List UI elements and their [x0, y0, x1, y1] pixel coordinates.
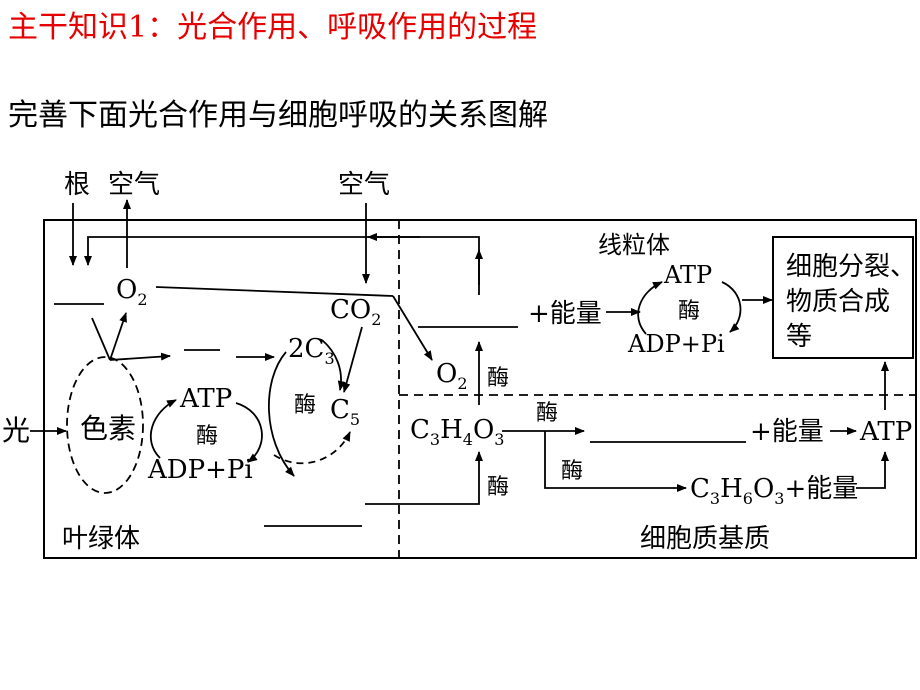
enzyme-pyruvate-2: 酶 — [536, 401, 558, 426]
o2-transfer-line — [155, 286, 394, 297]
air-right-label: 空气 — [338, 170, 390, 200]
cell-frame — [43, 219, 917, 559]
mito-cycle-left — [637, 281, 663, 335]
c3-label: 2C3 — [288, 334, 335, 368]
air-left-label: 空气 — [108, 170, 160, 200]
enzyme-chloroplast-2: 酶 — [294, 393, 316, 418]
energy-1-label: +能量 — [528, 299, 602, 329]
split-to-h-arrow — [109, 352, 171, 361]
energy-2-label: +能量 — [750, 417, 824, 447]
split-to-o2-arrow — [109, 312, 127, 361]
enzyme-pyruvate-1: 酶 — [487, 475, 509, 500]
energy-uses-box — [772, 236, 914, 359]
root-label: 根 — [64, 170, 90, 200]
pigment-ellipse — [66, 356, 144, 494]
o2-to-mito-arrow — [392, 295, 433, 361]
uses-line-3: 等 — [786, 322, 812, 352]
co2-to-c3-arrow — [342, 326, 363, 393]
enzyme-chloroplast-1: 酶 — [196, 424, 218, 449]
chloroplast-label: 叶绿体 — [62, 524, 140, 554]
page-title: 主干知识1：光合作用、呼吸作用的过程 — [8, 10, 538, 45]
lactate-label: C3H6O3+能量 — [690, 474, 858, 508]
light-label: 光 — [2, 414, 30, 447]
atp-cyto-label: ATP — [859, 417, 912, 447]
c5-label: C5 — [330, 395, 360, 429]
o2-mito-label: O2 — [436, 359, 468, 393]
co2-label: CO2 — [330, 295, 381, 329]
pigment-label: 色素 — [80, 412, 136, 445]
atp-chloroplast-label: ATP — [179, 384, 232, 414]
calvin-bottom-curve — [273, 431, 351, 465]
atp-cycle-right — [235, 402, 263, 463]
enzyme-lactate-label: 酶 — [561, 459, 583, 484]
page-subtitle: 完善下面光合作用与细胞呼吸的关系图解 — [8, 98, 548, 133]
mito-cycle-right — [721, 281, 742, 333]
lactate-atp-arrow — [856, 451, 889, 489]
enzyme-o2-label: 酶 — [487, 366, 509, 391]
glucose-to-pyruvate-arrow — [365, 451, 483, 505]
calvin-left-curve — [267, 351, 295, 477]
atp-cycle-left — [150, 399, 177, 459]
adp-chloroplast-label: ADP+Pi — [147, 455, 253, 485]
uses-line-1: 细胞分裂、 — [786, 252, 916, 282]
mitochondria-label: 线粒体 — [598, 231, 670, 259]
cytoplasm-label: 细胞质基质 — [640, 524, 770, 554]
co2-return-loop — [84, 236, 480, 285]
atp-mito-label: ATP — [663, 261, 712, 289]
o2-chloroplast-label: O2 — [116, 275, 148, 309]
pyruvate-to-lactate-arrow — [544, 431, 687, 492]
enzyme-mito-label: 酶 — [678, 299, 700, 324]
calvin-c5-to-c3 — [321, 339, 346, 391]
adp-mito-label: ADP+Pi — [627, 330, 725, 358]
pyruvate-label: C3H4O3 — [410, 415, 504, 449]
uses-line-2: 物质合成 — [786, 287, 890, 317]
water-to-split-line — [91, 317, 111, 361]
